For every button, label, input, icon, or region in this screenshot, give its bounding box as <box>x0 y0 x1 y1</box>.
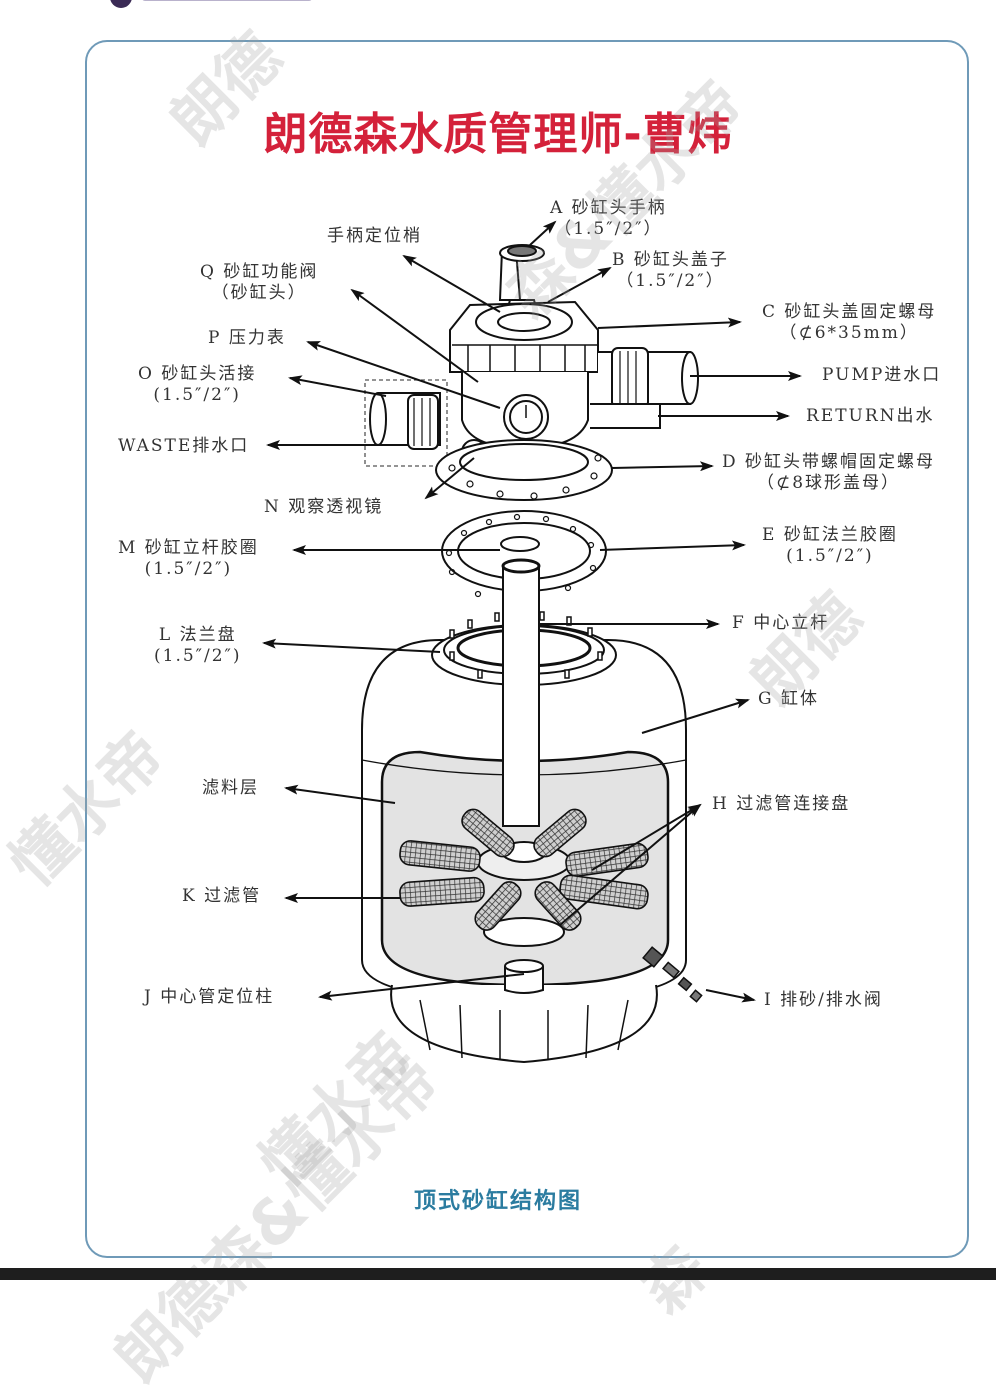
brand-text-strip <box>142 0 312 1</box>
label-H-lateral-hub: H 过滤管连接盘 <box>712 794 851 814</box>
label-O-union: O 砂缸头活接(1.5″/2″) <box>138 364 257 405</box>
top-brand-strip <box>110 0 312 8</box>
label-A-handle: A 砂缸头手柄（1.5″/2″） <box>550 198 667 239</box>
brand-logo-icon <box>110 0 132 8</box>
label-L-flange-plate: L 法兰盘(1.5″/2″) <box>154 625 242 666</box>
label-handle-pin: 手柄定位梢 <box>327 226 422 246</box>
page-title: 朗德森水质管理师-曹炜 <box>263 109 733 160</box>
sand-filter-diagram <box>262 220 802 1064</box>
label-Q-multiport-valve: Q 砂缸功能阀（砂缸头） <box>200 262 319 303</box>
valve-head <box>364 244 699 501</box>
label-G-tank-body: G 缸体 <box>758 689 819 709</box>
center-pipe <box>502 565 540 827</box>
label-I-drain-valve: I 排砂/排水阀 <box>764 990 883 1010</box>
diagram-frame <box>85 40 969 1258</box>
label-P-pressure-gauge: P 压力表 <box>208 328 286 348</box>
label-C-cap-nut: C 砂缸头盖固定螺母（⊄6*35mm） <box>762 302 937 343</box>
label-J-locating-post: J 中心管定位柱 <box>144 987 275 1007</box>
label-K-laterals: K 过滤管 <box>182 886 262 906</box>
label-pump-inlet: PUMP进水口 <box>822 365 942 385</box>
label-filter-media-layer: 滤料层 <box>202 778 259 798</box>
label-return-outlet: RETURN出水 <box>806 406 935 426</box>
drain-valve <box>642 946 703 1003</box>
label-waste-outlet: WASTE排水口 <box>118 436 250 456</box>
label-B-cap: B 砂缸头盖子（1.5″/2″） <box>612 250 729 291</box>
label-M-standpipe-oring: M 砂缸立杆胶圈(1.5″/2″) <box>118 538 259 579</box>
bottom-edge-bar <box>0 1268 996 1280</box>
label-N-sight-glass: N 观察透视镜 <box>264 497 384 517</box>
leader-arrows <box>262 220 802 1003</box>
label-E-flange-gasket: E 砂缸法兰胶圈(1.5″/2″) <box>762 525 898 566</box>
label-F-center-pipe: F 中心立杆 <box>732 613 830 633</box>
label-D-bolt-nut: D 砂缸头带螺帽固定螺母（⊄8球形盖母） <box>722 452 936 493</box>
diagram-caption: 顶式砂缸结构图 <box>413 1189 582 1214</box>
